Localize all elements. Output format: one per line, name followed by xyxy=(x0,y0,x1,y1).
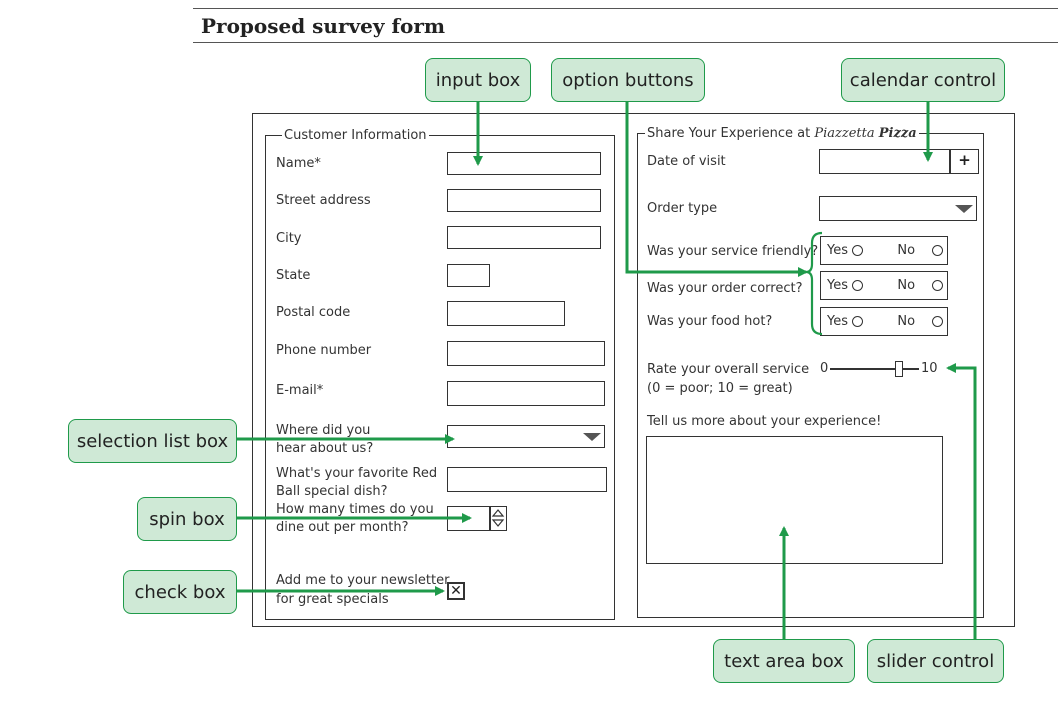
order-type-label: Order type xyxy=(647,201,718,216)
legend-text: Share Your Experience at xyxy=(647,126,815,141)
experience-fieldset-legend: Share Your Experience at Piazzetta Pizza xyxy=(645,124,919,143)
dish-input[interactable] xyxy=(447,467,607,492)
no-label: No xyxy=(897,243,916,258)
no-radio[interactable] xyxy=(932,280,944,291)
hot-radio-group[interactable]: Yes No xyxy=(820,307,948,336)
postal-label: Postal code xyxy=(276,305,351,320)
state-input[interactable] xyxy=(447,264,490,287)
dine-label-line1: How many times do you xyxy=(276,502,434,517)
no-radio[interactable] xyxy=(932,316,944,327)
heard-label-line2: hear about us? xyxy=(276,441,374,456)
phone-input[interactable] xyxy=(447,341,605,366)
experience-textarea[interactable] xyxy=(646,436,943,564)
street-label: Street address xyxy=(276,193,371,208)
brand-name-1: Piazzetta xyxy=(814,126,875,141)
slider-track[interactable] xyxy=(830,368,919,370)
yes-label: Yes xyxy=(827,314,848,329)
order-type-select[interactable] xyxy=(819,196,977,221)
newsletter-checkbox[interactable]: ✕ xyxy=(447,582,465,600)
spin-arrows[interactable] xyxy=(490,506,507,531)
brand-name-2: Pizza xyxy=(878,126,917,141)
chevron-down-icon xyxy=(955,205,973,213)
email-label: E-mail* xyxy=(276,383,324,398)
correct-label: Was your order correct? xyxy=(647,281,803,296)
friendly-label: Was your service friendly? xyxy=(647,244,819,259)
city-input[interactable] xyxy=(447,226,601,249)
yes-label: Yes xyxy=(827,243,848,258)
city-label: City xyxy=(276,231,302,246)
header-top-rule xyxy=(193,8,1058,9)
calendar-button[interactable]: + xyxy=(950,149,979,174)
name-label: Name* xyxy=(276,156,321,171)
option-buttons-brace xyxy=(805,231,823,336)
no-label: No xyxy=(897,314,916,329)
check-mark-icon: ✕ xyxy=(450,583,462,599)
dish-label-line2: Ball special dish? xyxy=(276,484,388,499)
rate-label-line2: (0 = poor; 10 = great) xyxy=(647,381,793,396)
phone-label: Phone number xyxy=(276,343,372,358)
callout-check-box: check box xyxy=(123,570,237,614)
yes-label: Yes xyxy=(827,278,848,293)
customer-fieldset xyxy=(265,135,615,620)
newsletter-label-line1: Add me to your newsletter xyxy=(276,573,450,588)
postal-input[interactable] xyxy=(447,301,565,326)
arrow-slider-control xyxy=(946,363,977,640)
arrow-option-buttons xyxy=(625,101,808,277)
slider-thumb[interactable] xyxy=(895,361,903,377)
date-label: Date of visit xyxy=(647,154,726,169)
no-label: No xyxy=(897,278,916,293)
street-input[interactable] xyxy=(447,189,601,212)
spin-arrows-icon xyxy=(491,509,505,527)
name-input[interactable] xyxy=(447,152,601,175)
more-label: Tell us more about your experience! xyxy=(647,414,882,429)
dine-label-line2: dine out per month? xyxy=(276,520,409,535)
plus-icon: + xyxy=(958,151,971,169)
survey-form-frame xyxy=(252,113,1015,627)
friendly-radio-group[interactable]: Yes No xyxy=(820,236,948,265)
newsletter-label-line2: for great specials xyxy=(276,592,389,607)
email-input[interactable] xyxy=(447,381,605,406)
callout-input-box: input box xyxy=(425,58,531,102)
yes-radio[interactable] xyxy=(852,280,864,291)
callout-calendar-control: calendar control xyxy=(841,58,1005,102)
callout-option-buttons: option buttons xyxy=(551,58,705,102)
callout-slider-control: slider control xyxy=(867,639,1004,683)
chevron-down-icon xyxy=(583,433,601,441)
slider-max-label: 10 xyxy=(921,361,938,376)
hot-label: Was your food hot? xyxy=(647,314,773,329)
correct-radio-group[interactable]: Yes No xyxy=(820,271,948,300)
yes-radio[interactable] xyxy=(852,245,864,256)
no-radio[interactable] xyxy=(932,245,944,256)
page-title: Proposed survey form xyxy=(201,14,446,38)
callout-text-area-box: text area box xyxy=(713,639,855,683)
callout-selection-list-box: selection list box xyxy=(68,419,237,463)
dish-label-line1: What's your favorite Red xyxy=(276,466,438,481)
rate-label-line1: Rate your overall service xyxy=(647,362,810,377)
customer-fieldset-legend: Customer Information xyxy=(282,126,429,145)
slider-min-label: 0 xyxy=(820,361,829,376)
callout-spin-box: spin box xyxy=(137,497,237,541)
heard-select[interactable] xyxy=(447,425,605,448)
yes-radio[interactable] xyxy=(852,316,864,327)
header-bottom-rule xyxy=(193,42,1058,43)
heard-label-line1: Where did you xyxy=(276,423,371,438)
state-label: State xyxy=(276,268,311,283)
